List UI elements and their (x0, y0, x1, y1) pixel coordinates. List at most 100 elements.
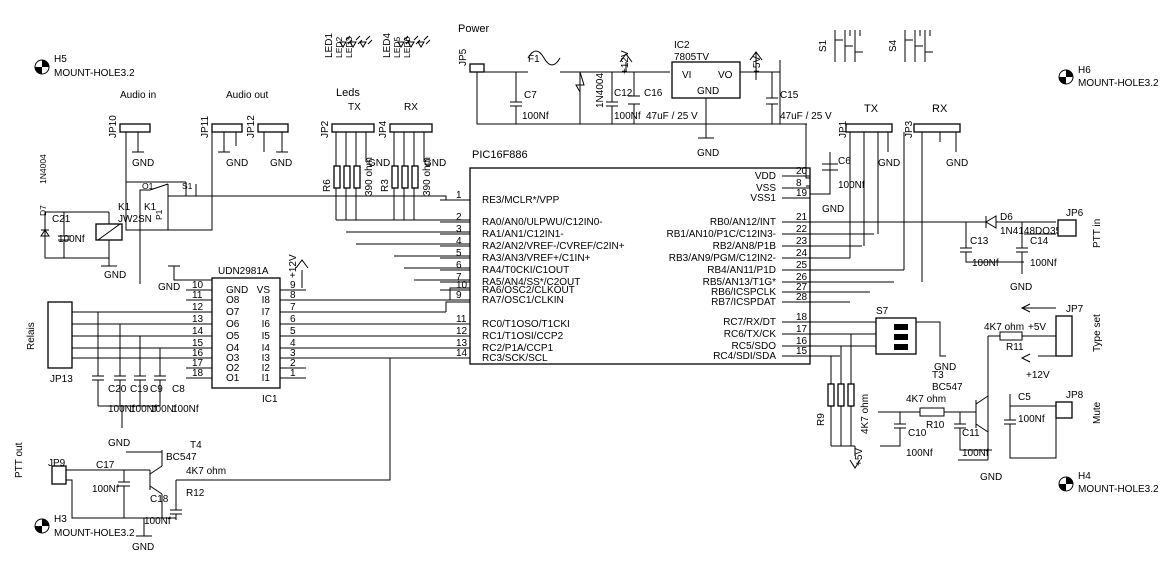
t3-label: T3 (932, 370, 944, 381)
led2-label: LED2 (334, 36, 344, 58)
f1-label: F1 (528, 54, 540, 65)
mcu-pin-name: VSS (756, 183, 776, 194)
mcu-name: PIC16F886 (472, 149, 528, 161)
mcu-pin-number: 27 (796, 282, 808, 293)
mcu-pin-name: RA6/OSC2/CLKOUT (482, 285, 575, 296)
jp11-label: JP11 (200, 116, 211, 138)
r12-label: R12 (186, 488, 205, 499)
c6-label: C6 (838, 156, 851, 167)
udn-pin-number: 16 (192, 348, 204, 359)
s4-label: S4 (888, 39, 899, 52)
jp7-p5: +5V (1028, 322, 1046, 333)
ic2-part: 7805TV (674, 52, 709, 63)
c18-label: C18 (150, 494, 169, 505)
mcu-pin-number: 13 (456, 338, 468, 349)
jp5-label: JP5 (458, 48, 469, 66)
k1-s1: S1 (182, 181, 193, 191)
c10-value: 100Nf (906, 448, 933, 459)
mcu-pin-name: RC0/T1OSO/T1CKI (482, 319, 570, 330)
r11-label: R11 (1006, 342, 1024, 353)
udn-ref: IC1 (262, 394, 278, 405)
udn-pin-name: O7 (226, 307, 240, 318)
d7-value: 1N4004 (38, 154, 48, 184)
udn-pin-name: O1 (226, 373, 240, 384)
c6-value: 100Nf (838, 180, 865, 191)
udn-pin-number: 11 (192, 290, 203, 301)
c18-value: 100Nf (144, 516, 171, 527)
c16-label: C16 (644, 88, 663, 99)
mcu-pin-name: RA3/AN3/VREF+/C1IN+ (482, 253, 591, 264)
c21-label: C21 (52, 214, 71, 225)
mcu-pin-number: 10 (456, 280, 468, 291)
mcu-pin-number: 14 (456, 348, 468, 359)
jp4-label: JP4 (378, 120, 389, 138)
udn-pin-name: O5 (226, 331, 240, 342)
c7-label: C7 (524, 90, 537, 101)
power-section: Power JP5 F1 1N4004 C7 100Nf C12 C16 100… (458, 23, 832, 159)
c20-label: C20 (108, 384, 127, 395)
udn-pin-number: 10 (192, 280, 204, 291)
c19-label: C19 (130, 384, 149, 395)
audio-in-title: Audio in (120, 90, 156, 101)
udn-pin-number: 3 (290, 348, 296, 359)
mcu-pin-number: 28 (796, 292, 808, 303)
mcu-pin-name: VDD (755, 171, 776, 182)
r6-value: 390 ohm (364, 157, 375, 196)
rx-title-left: RX (404, 102, 418, 113)
mcu-pin-name: RA7/OSC1/CLKIN (482, 295, 564, 306)
c8-value: 100Nf (172, 404, 199, 415)
mcu-pin-name: RB2/AN8/P1B (713, 241, 777, 252)
mount-hole-h4: H4 MOUNT-HOLE3.2 (1058, 471, 1159, 495)
udn-pin-number: 14 (192, 326, 204, 337)
switch-s1-s4: S1 S4 (818, 30, 933, 62)
ic2-vi: VI (682, 70, 691, 81)
udn-pin-name: I2 (262, 363, 271, 374)
mcu-pin-name: RC4/SDI/SDA (713, 351, 776, 362)
c13-label: C13 (970, 236, 989, 247)
k1-part: JW2SN (118, 214, 152, 225)
h3-ref: H3 (54, 514, 67, 525)
mcu-pin-number: 17 (796, 324, 808, 335)
mcu-pin-number: 25 (796, 260, 808, 271)
type-set-label: Type set (1092, 314, 1103, 352)
mcu-pin-name: RA4/T0CKI/C1OUT (482, 265, 569, 276)
udn-pin-number: 5 (290, 326, 296, 337)
relay-k1: K1 K1 JW2SN O1 S1 P1 D7 1N4004 C21 100Nf… (38, 154, 212, 284)
udn-pin-name: O4 (226, 343, 240, 354)
udn-pin-name: O8 (226, 295, 240, 306)
mcu-pin-name: VSS1 (750, 193, 776, 204)
r10-label: R10 (926, 420, 945, 431)
relais-label: Relais (26, 322, 37, 350)
mcu-pin-number: 11 (456, 314, 467, 325)
mcu-pin-number: 16 (796, 336, 808, 347)
ptt-out-label: PTT out (14, 442, 25, 478)
led1-label: LED1 (324, 33, 335, 58)
gnd-c6: GND (822, 204, 844, 215)
leds-title: Leds (336, 87, 360, 99)
udn-pin-number: 6 (290, 314, 296, 325)
udn-pin-number: 18 (192, 368, 204, 379)
mcu-pin-number: 7 (456, 272, 462, 283)
udn-pin-name: O2 (226, 363, 240, 374)
mcu-pin-name: RC7/RX/DT (723, 317, 776, 328)
led5-label: LED5 (392, 36, 402, 58)
mcu-pin-number: 2 (456, 212, 462, 223)
udn-pin-number: 15 (192, 338, 204, 349)
mcu-pin-name: RB4/AN11/P1D (707, 265, 776, 276)
ptt-in-label: PTT in (1092, 219, 1103, 248)
mcu-pin-number: 1 (456, 190, 462, 201)
gnd-relay: GND (104, 270, 126, 281)
udn-pin-name: GND (226, 285, 248, 296)
gnd-s7: GND (934, 362, 956, 373)
k1-p1: P1 (154, 209, 164, 220)
mcu-pin-number: 8 (796, 178, 802, 189)
mcu-pin-number: 22 (796, 224, 808, 235)
c7-value: 100Nf (522, 111, 549, 122)
p5-rail: +5V (752, 56, 763, 74)
c10-label: C10 (908, 428, 927, 439)
mcu-pin-number: 24 (796, 248, 808, 259)
gnd-ptt-out: GND (132, 542, 154, 553)
mcu-pin-name: RC1/T1OSI/CCP2 (482, 331, 564, 342)
udn-pin-name: I6 (262, 319, 271, 330)
h6-value: MOUNT-HOLE3.2 (1078, 78, 1159, 89)
